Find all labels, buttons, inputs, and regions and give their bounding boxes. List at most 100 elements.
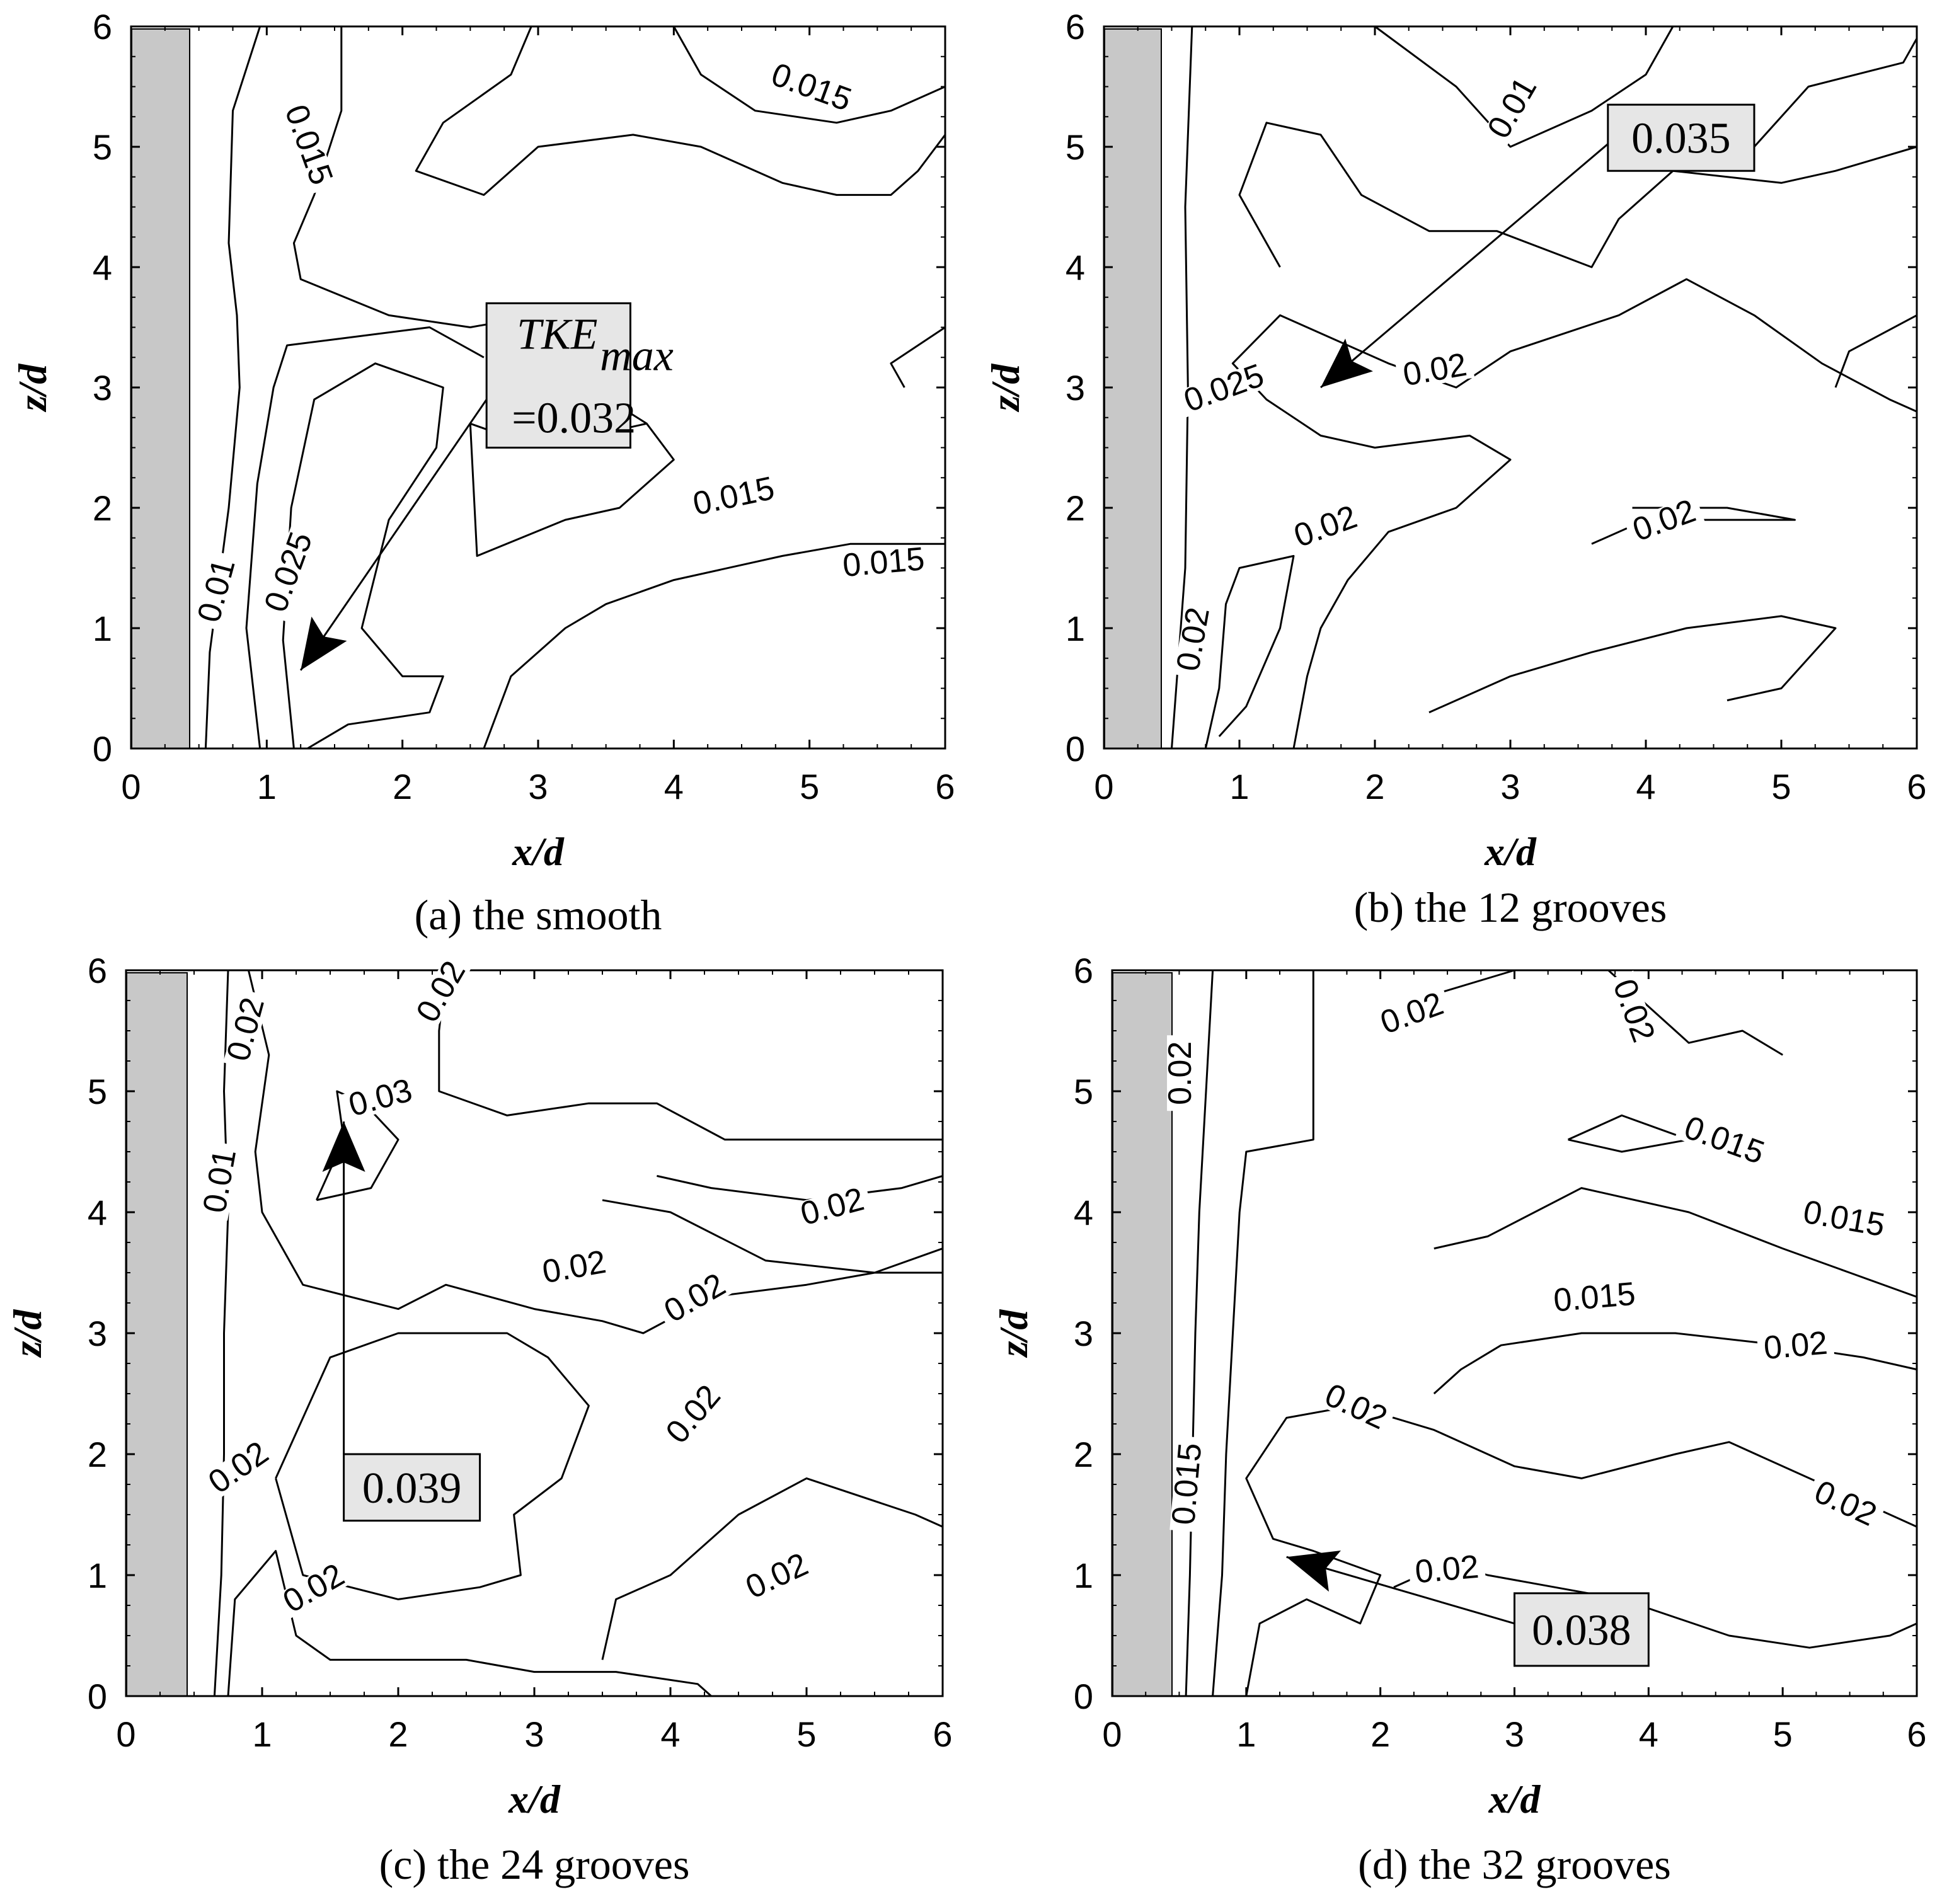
y-tick-label: 4	[93, 248, 112, 287]
y-tick-label: 2	[1074, 1435, 1093, 1474]
annotation-value: 0.035	[1631, 115, 1731, 163]
y-tick-label: 4	[1066, 248, 1085, 287]
contour-line	[483, 542, 945, 749]
contour-label: 0.02	[1762, 1325, 1829, 1367]
x-tick-label: 2	[388, 1714, 408, 1754]
annotation-value: 0.038	[1532, 1606, 1631, 1655]
annotation-box	[1514, 1592, 1650, 1667]
x-tick-label: 6	[1907, 1714, 1926, 1754]
contour-line	[282, 362, 444, 750]
contour-label-bg	[1546, 1280, 1643, 1316]
x-tick-label: 3	[1505, 1714, 1524, 1754]
contour-label-bg	[737, 1548, 818, 1605]
x-tick-label: 5	[1771, 767, 1791, 806]
y-tick-label: 0	[1074, 1677, 1093, 1716]
y-tick-label: 1	[1074, 1556, 1093, 1595]
contour-label-bg	[1481, 68, 1544, 148]
y-tick-label: 5	[1066, 127, 1085, 167]
y-tick-label: 4	[88, 1193, 107, 1232]
y-tick-label: 6	[93, 7, 112, 47]
y-tick-label: 3	[1074, 1314, 1093, 1353]
y-tick-label: 6	[1066, 7, 1085, 47]
contour-line	[415, 26, 946, 196]
contour-label-bg	[1173, 599, 1214, 679]
annotation-value: 0.039	[362, 1464, 462, 1513]
contour-label-bg	[1315, 1379, 1396, 1436]
x-tick-label: 4	[1639, 1714, 1658, 1754]
plot-area	[1112, 970, 1917, 1696]
max-annotation: 0.038	[1286, 1550, 1650, 1667]
x-tick-label: 4	[660, 1714, 680, 1754]
contour-label-bg	[1408, 1552, 1486, 1588]
contour-label-bg	[193, 550, 241, 631]
contour-label-bg	[223, 989, 270, 1070]
y-axis-label: z/d	[10, 364, 55, 413]
contour-line	[1753, 38, 1918, 148]
contour-label-bg	[260, 523, 319, 622]
x-tick-label: 0	[116, 1714, 135, 1754]
x-axis-label: x/d	[1484, 829, 1537, 874]
y-tick-label: 0	[88, 1677, 107, 1716]
x-tick-label: 0	[1102, 1714, 1122, 1754]
annotation-box	[1607, 103, 1755, 172]
annotation-box	[485, 302, 631, 449]
contour-line	[1185, 970, 1214, 1697]
x-tick-label: 5	[800, 767, 819, 806]
x-tick-label: 6	[1907, 767, 1926, 806]
x-tick-label: 3	[524, 1714, 544, 1754]
contour-line	[602, 1199, 943, 1274]
panel-caption: (c) the 24 grooves	[379, 1840, 690, 1888]
contour-line	[245, 326, 485, 749]
annotation-subscript: max	[600, 331, 674, 380]
contour-label-bg	[279, 96, 338, 195]
contour-line	[1204, 554, 1295, 749]
contour-label-bg	[1675, 1111, 1774, 1171]
y-tick-label: 1	[88, 1556, 107, 1595]
x-tick-label: 1	[1229, 767, 1249, 806]
plot-area	[126, 970, 943, 1696]
contour-label-bg	[1372, 988, 1453, 1040]
x-axis-label: x/d	[512, 829, 565, 874]
contour-label-bg	[1395, 350, 1475, 391]
y-axis-label: z/d	[991, 1309, 1036, 1358]
contour-label-bg	[1169, 1435, 1206, 1532]
y-tick-label: 3	[88, 1314, 107, 1353]
max-annotation: 0.039	[322, 1121, 481, 1522]
contour-label: 0.015	[1552, 1275, 1637, 1319]
annotation-arrow-head	[301, 616, 347, 670]
x-tick-label: 5	[796, 1714, 816, 1754]
x-tick-label: 5	[1773, 1714, 1793, 1754]
contour-label-bg	[1757, 1329, 1835, 1363]
y-tick-label: 1	[93, 609, 112, 648]
annotation-arrow-line	[299, 399, 488, 671]
contour-label-bg	[1607, 970, 1660, 1052]
contour-label-bg	[792, 1184, 873, 1231]
contour-label-bg	[1795, 1197, 1893, 1242]
contour-line	[1434, 1187, 1917, 1298]
contour-line	[672, 26, 946, 124]
contour-label: 0.02	[1162, 1041, 1198, 1105]
y-tick-label: 5	[1074, 1072, 1093, 1111]
annotation-arrow-head	[322, 1121, 365, 1172]
contour-label-bg	[658, 1377, 729, 1453]
panel-caption: (b) the 12 grooves	[1354, 883, 1667, 931]
y-tick-label: 0	[93, 729, 112, 769]
x-tick-label: 0	[121, 767, 141, 806]
annotation-arrow-head	[1321, 338, 1374, 387]
contour-line	[1245, 1404, 1917, 1697]
contour-line	[1834, 314, 1917, 388]
y-tick-label: 3	[93, 368, 112, 408]
contour-line	[1231, 278, 1917, 749]
contour-label-bg	[684, 473, 783, 520]
x-tick-label: 1	[257, 767, 277, 806]
contour-label: 0.02	[1413, 1549, 1480, 1591]
x-axis-label: x/d	[508, 1777, 561, 1821]
annotation-box	[343, 1453, 481, 1522]
y-tick-label: 2	[1066, 488, 1085, 528]
contour-label-bg	[410, 952, 473, 1032]
